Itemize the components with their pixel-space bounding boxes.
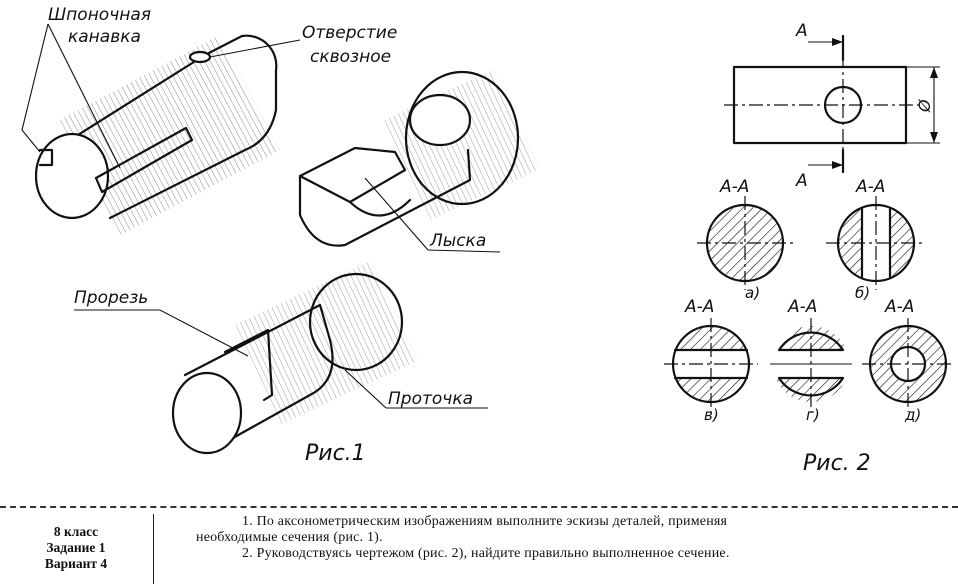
- variant-label: Вариант 4: [44, 556, 108, 571]
- section-mark-bottom: А: [795, 171, 808, 191]
- section-title-g: А-А: [787, 297, 817, 317]
- task-line-1: 1. По аксонометрическим изображениям вып…: [242, 514, 728, 529]
- label-keyway-2: канавка: [68, 27, 141, 47]
- task-label: Задание 1: [46, 540, 106, 555]
- task-line-2: необходимые сечения (рис. 1).: [196, 530, 383, 545]
- label-groove: Проточка: [388, 389, 473, 409]
- part-keyway-shaft: [34, 34, 280, 235]
- section-title-a: А-А: [719, 177, 749, 197]
- label-flat: Лыска: [429, 231, 486, 251]
- section-variant-b: А-А б): [826, 177, 926, 302]
- section-mark-top: А: [795, 21, 808, 41]
- task-text: 1. По аксонометрическим изображениям вып…: [196, 514, 948, 562]
- part-flat-shaft: [298, 69, 540, 247]
- fig1-labels: Шпоночная канавка Отверстие сквозное Лыс…: [21, 5, 501, 466]
- section-title-d: А-А: [884, 297, 914, 317]
- label-slot: Прорезь: [74, 288, 148, 308]
- technical-drawing: Шпоночная канавка Отверстие сквозное Лыс…: [21, 5, 954, 476]
- variant-v: в): [704, 406, 719, 424]
- label-keyway-1: Шпоночная: [48, 5, 151, 25]
- section-title-v: А-А: [684, 297, 714, 317]
- diameter-sign: Ø: [915, 99, 934, 113]
- assignment-meta: 8 класс Задание 1 Вариант 4: [0, 524, 152, 572]
- label-hole-1: Отверстие: [302, 23, 397, 43]
- separator-line: [0, 506, 958, 508]
- variant-g: г): [806, 406, 820, 424]
- section-variant-g: А-А г): [770, 297, 852, 424]
- footer-divider: [153, 514, 154, 584]
- variant-b: б): [855, 284, 870, 302]
- variant-d: д): [904, 406, 921, 424]
- grade-label: 8 класс: [53, 524, 99, 539]
- label-hole-2: сквозное: [310, 47, 391, 67]
- fig2-main-view: А А Ø: [724, 21, 940, 191]
- section-variant-d: А-А д): [862, 297, 954, 424]
- task-line-3: 2. Руководствуясь чертежом (рис. 2), най…: [242, 546, 730, 561]
- section-variant-v: А-А в): [664, 297, 758, 424]
- assignment-footer: 8 класс Задание 1 Вариант 4 1. По аксоно…: [0, 510, 958, 584]
- part-slot-shaft: [171, 260, 418, 455]
- section-variant-a: А-А а): [697, 177, 793, 302]
- section-title-b: А-А: [855, 177, 885, 197]
- fig2-caption: Рис. 2: [803, 451, 871, 476]
- fig1-caption: Рис.1: [305, 441, 366, 466]
- variant-a: а): [745, 284, 760, 302]
